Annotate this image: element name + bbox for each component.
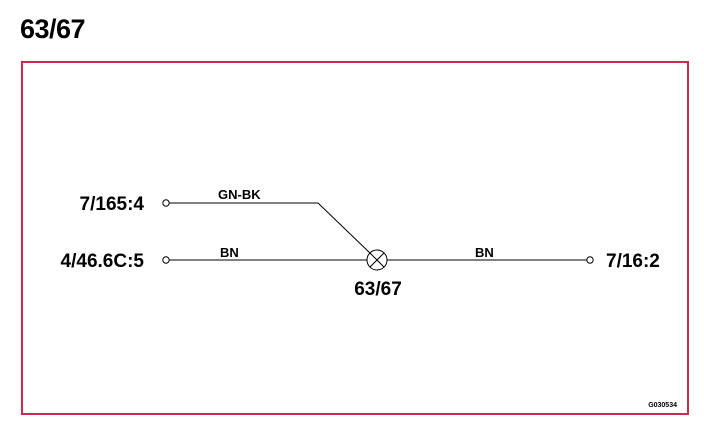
diagram-frame bbox=[21, 61, 689, 415]
splice-label: 63/67 bbox=[354, 279, 402, 300]
wire-label-right: BN bbox=[475, 245, 494, 260]
figure-code: G030534 bbox=[648, 402, 677, 409]
wire-label-bottom-left: BN bbox=[220, 245, 239, 260]
terminal-pin-right bbox=[586, 256, 594, 264]
connector-label-top-left: 7/165:4 bbox=[80, 194, 145, 215]
connector-label-bottom-left: 4/46.6C:5 bbox=[61, 251, 145, 272]
page-title: 63/67 bbox=[20, 14, 86, 44]
wire-label-top-left: GN-BK bbox=[218, 187, 261, 202]
terminal-pin-bottom-left bbox=[162, 256, 170, 264]
wire-top-left bbox=[169, 202, 372, 255]
terminal-pin-top-left bbox=[162, 199, 170, 207]
connector-label-right: 7/16:2 bbox=[606, 251, 660, 272]
splice-cross-icon bbox=[366, 249, 388, 271]
